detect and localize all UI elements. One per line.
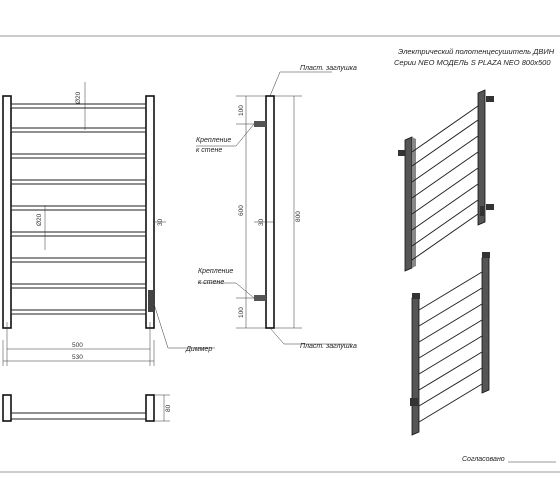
- dimmer-label: Диммер: [185, 346, 212, 353]
- mount-top-label-1: Крепление: [196, 137, 231, 144]
- approval-label: Согласовано: [462, 456, 505, 463]
- seg-mid-label: 600: [238, 205, 245, 216]
- height-total-label: 800: [295, 211, 302, 222]
- title-line-2: Серии NEO МОДЕЛЬ S PLAZA NEO 800x500: [394, 58, 551, 67]
- plug-top-leader: [269, 71, 332, 97]
- mount-bottom: [254, 295, 266, 301]
- mount-top-leader: [196, 123, 255, 147]
- mount-bottom-label-2: к стене: [198, 279, 224, 286]
- front-view: Ø20 Ø20 30 500 530 Диммер: [2, 82, 215, 366]
- side-post: [265, 95, 275, 329]
- seg-top-label: 100: [238, 105, 245, 116]
- width-outer-label: 530: [72, 354, 83, 361]
- dimmer-box: [148, 290, 153, 312]
- plug-top-label: Пласт. заглушка: [300, 65, 357, 72]
- dia-top-label: Ø20: [75, 91, 82, 104]
- offset-front-label: 30: [157, 218, 164, 226]
- width-inner-label: 500: [72, 342, 83, 349]
- dimmer-leader: [153, 303, 215, 349]
- mount-bottom-label-1: Крепление: [198, 268, 233, 275]
- dia-mid-label: Ø20: [36, 213, 43, 226]
- rungs: [10, 103, 147, 315]
- top-view-right-bracket: [145, 394, 155, 422]
- isometric-view-bottom: [410, 252, 490, 436]
- mount-top-label-2: к стене: [196, 147, 222, 154]
- title-line-1: Электрический полотенцесушитель ДВИН: [398, 47, 555, 56]
- seg-bottom-label: 100: [238, 307, 245, 318]
- isometric-view-top: [398, 89, 494, 272]
- mount-bottom-leader: [198, 282, 255, 299]
- mount-top: [254, 121, 266, 127]
- top-view: 80: [2, 394, 172, 422]
- left-post: [2, 95, 12, 329]
- depth-label: 80: [165, 404, 172, 412]
- side-view: 100 600 100 30 800 Пласт. заглушка Пласт…: [196, 65, 357, 350]
- plug-bottom-leader: [269, 327, 352, 345]
- top-view-left-bracket: [2, 394, 12, 422]
- offset-side-label: 30: [258, 218, 265, 226]
- top-view-bar: [10, 412, 147, 420]
- plug-bottom-label: Пласт. заглушка: [300, 343, 357, 350]
